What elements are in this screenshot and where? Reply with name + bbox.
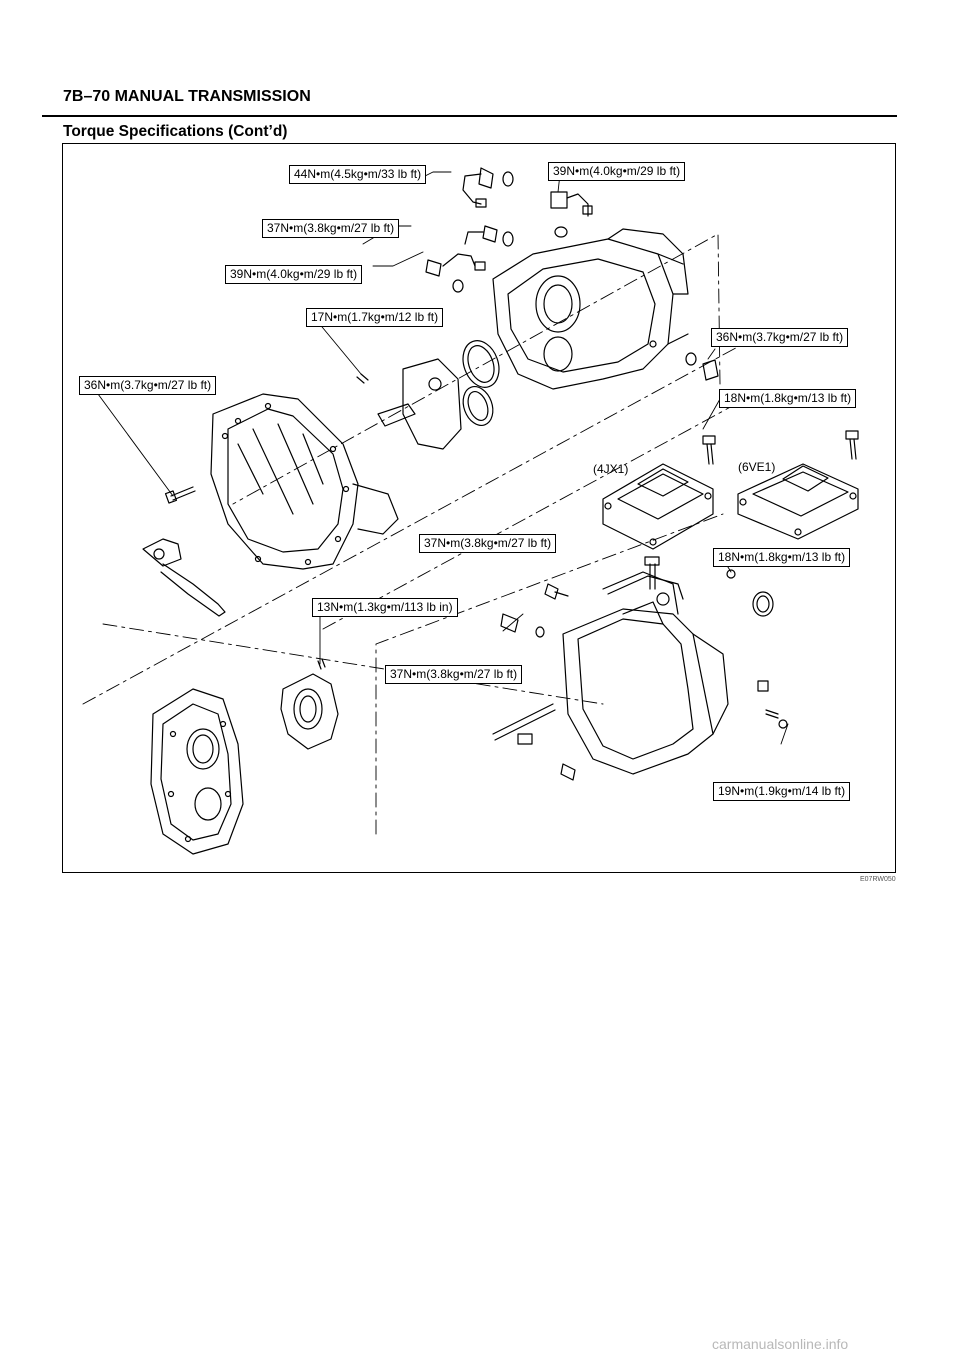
shift-cover-6ve1-drawing: [737, 463, 859, 540]
snap-rings-drawing: [462, 340, 500, 426]
section-title: Torque Specifications (Cont’d): [63, 123, 288, 140]
release-fork-drawing: [142, 538, 226, 617]
shift-cover-4jx1-drawing: [602, 463, 714, 550]
leader-lines: [97, 171, 789, 745]
torque-label-top-switch: 39N•m(4.0kg•m/29 lb ft): [548, 162, 686, 181]
page-header: 7B–70 MANUAL TRANSMISSION: [63, 88, 311, 105]
header-rule: [42, 115, 897, 117]
torque-label-reverse-switch: 37N•m(3.8kg•m/27 lb ft): [262, 219, 400, 238]
shift-lever-drawing: [607, 556, 684, 606]
torque-label-detent-plug: 37N•m(3.8kg•m/27 lb ft): [419, 534, 557, 553]
cover-bolts-drawing: [702, 430, 859, 465]
torque-label-cover-bolt-lower: 18N•m(1.8kg•m/13 lb ft): [713, 548, 851, 567]
transmission-case-drawing: [492, 228, 689, 390]
exploded-diagram-drawing: [82, 167, 859, 855]
torque-label-bell-housing-bolt: 36N•m(3.7kg•m/27 lb ft): [79, 376, 217, 395]
figure-code: E07RW050: [860, 876, 896, 883]
exploded-diagram-figure: 44N•m(4.5kg•m/33 lb ft) 39N•m(4.0kg•m/29…: [62, 143, 896, 873]
bell-housing-drawing: [210, 393, 399, 570]
switches-drawing: [425, 167, 719, 381]
torque-label-extension-bolt: 19N•m(1.9kg•m/14 lb ft): [713, 782, 851, 801]
seal-retainer-drawing: [280, 658, 339, 750]
torque-label-case-bolt-right: 36N•m(3.7kg•m/27 lb ft): [711, 328, 849, 347]
extension-housing-drawing: [562, 571, 729, 775]
bell-housing-bolt-drawing: [164, 486, 196, 504]
torque-label-front-cover-bolt: 17N•m(1.7kg•m/12 lb ft): [306, 308, 444, 327]
front-cover-drawing: [356, 358, 462, 450]
torque-label-speed-sensor: 44N•m(4.5kg•m/33 lb ft): [289, 165, 427, 184]
torque-label-retainer-bolt: 13N•m(1.3kg•m/113 lb in): [312, 598, 458, 617]
variant-label-4jx1: (4JX1): [593, 462, 629, 476]
footer-watermark: carmanualsonline.info: [712, 1336, 849, 1352]
small-parts-drawing: [492, 569, 788, 781]
variant-label-6ve1: (6VE1): [738, 460, 776, 474]
torque-label-cover-bolt-upper: 18N•m(1.8kg•m/13 lb ft): [719, 389, 857, 408]
torque-label-neutral-switch: 39N•m(4.0kg•m/29 lb ft): [225, 265, 363, 284]
adapter-plate-drawing: [150, 688, 244, 855]
assembly-center-lines: [82, 233, 744, 835]
torque-label-extension-switch: 37N•m(3.8kg•m/27 lb ft): [385, 665, 523, 684]
